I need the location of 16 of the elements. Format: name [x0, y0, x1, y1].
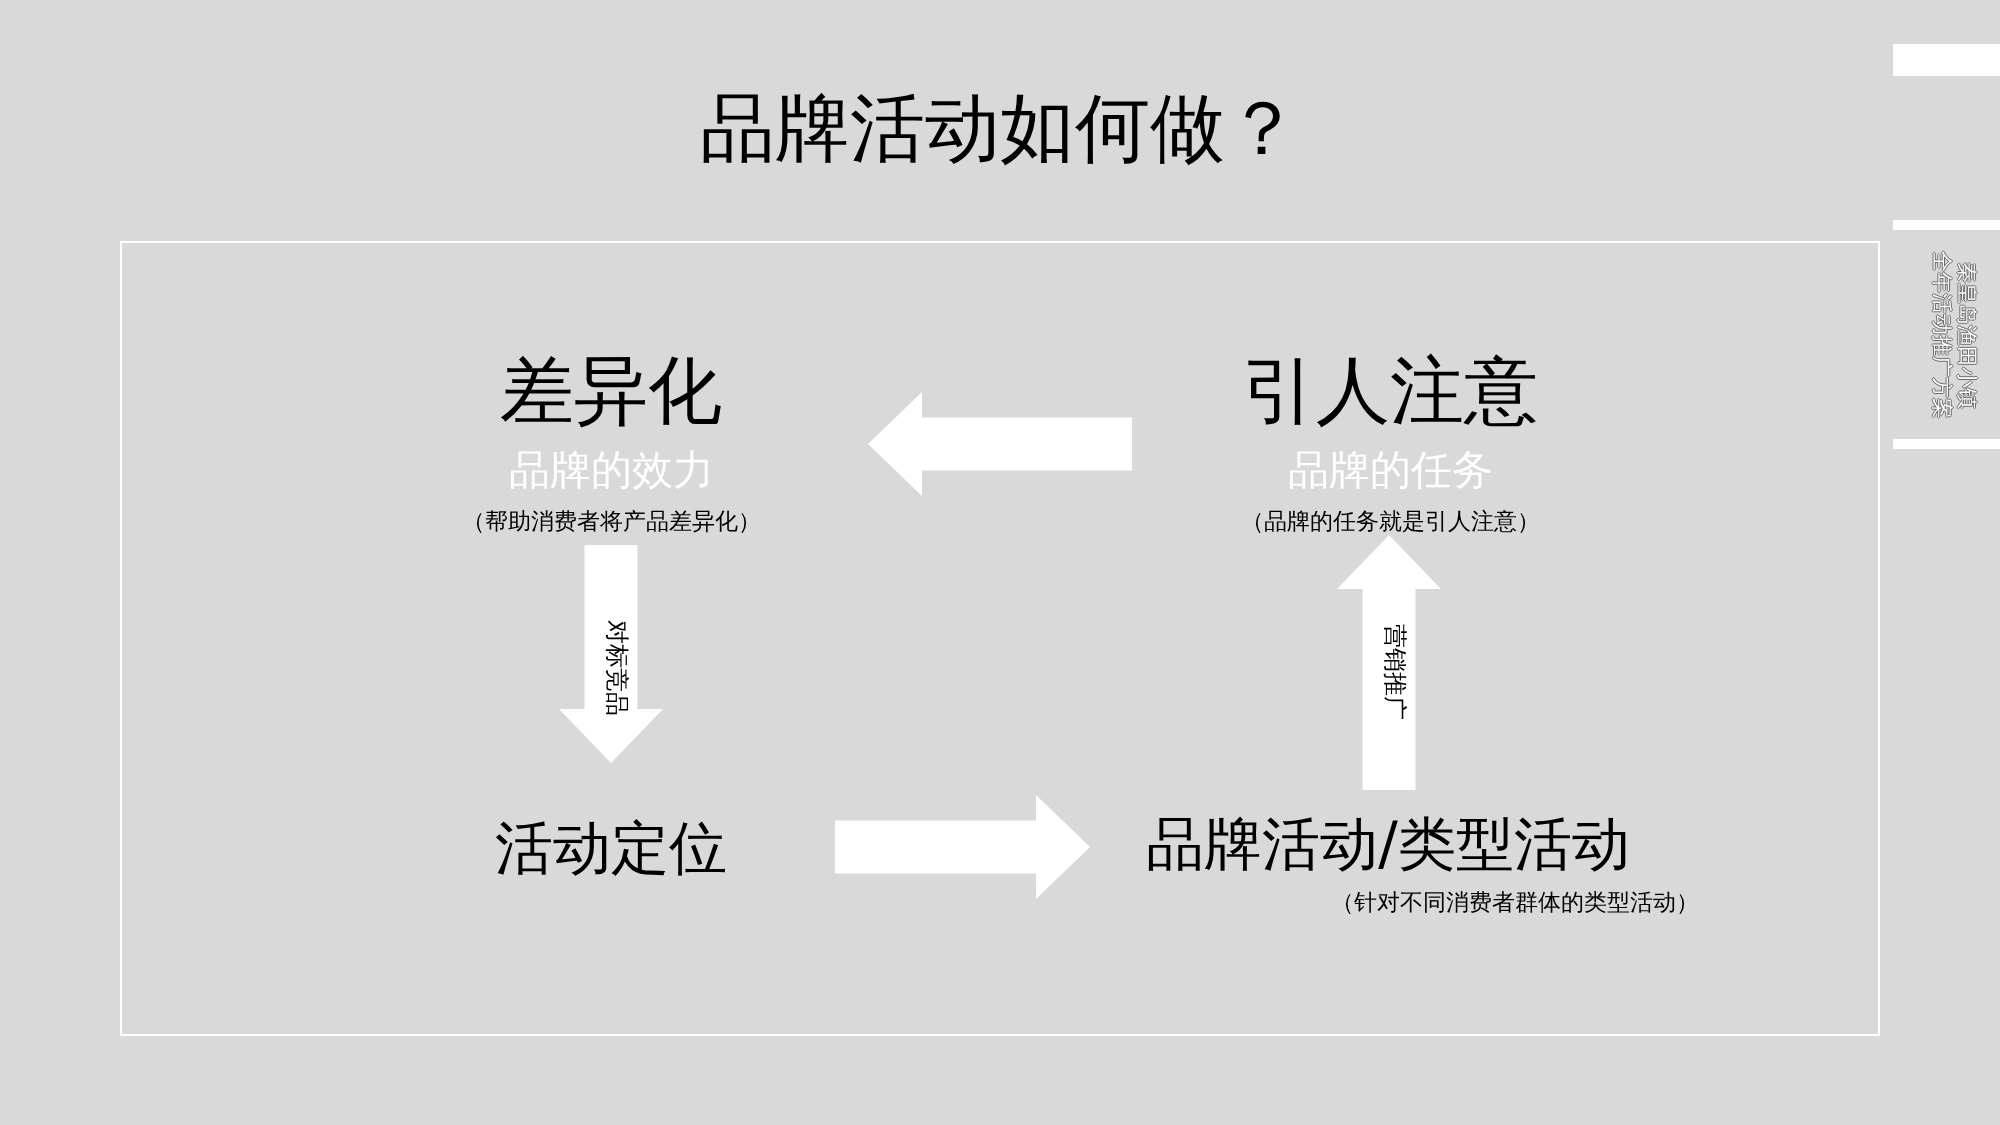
block-arrow	[868, 392, 1132, 496]
edge-label: 营销推广	[1383, 624, 1407, 720]
block-arrow	[835, 795, 1090, 899]
node-title: 品牌活动/类型活动	[1146, 815, 1630, 873]
side-caption: 秦皇岛渔田小镇	[1955, 261, 1977, 409]
node-title: 引人注意	[1242, 353, 1538, 427]
note-text: （品牌的任务就是引人注意）	[1240, 510, 1540, 533]
note-text: （针对不同消费者群体的类型活动）	[1331, 891, 1699, 914]
node-title: 差异化	[500, 353, 722, 427]
block-arrow	[559, 545, 663, 763]
edge-label: 对标竞品	[605, 620, 629, 716]
page-title: 品牌活动如何做？	[700, 91, 1300, 166]
block-arrow	[1337, 535, 1441, 790]
side-caption: 全年活动推广方案	[1930, 251, 1952, 419]
note-text: （帮助消费者将产品差异化）	[461, 510, 761, 533]
node-title: 活动定位	[495, 819, 727, 877]
